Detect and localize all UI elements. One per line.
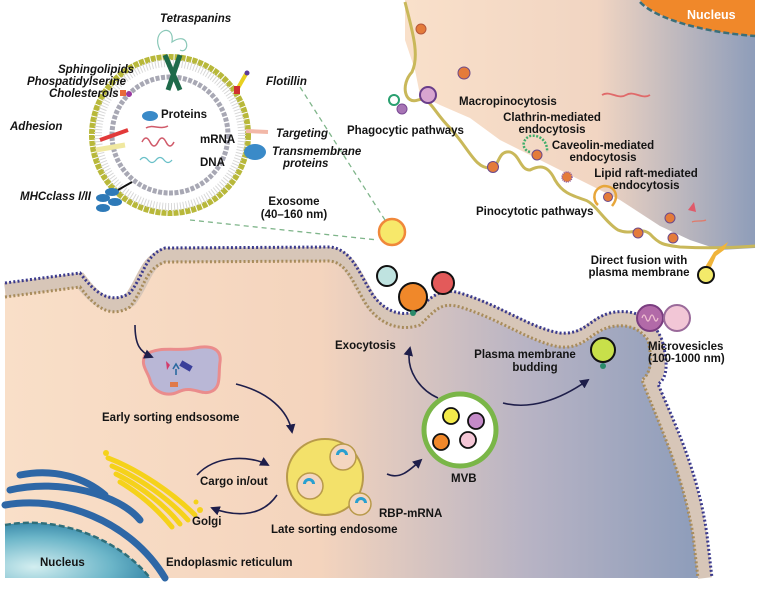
- mhc-icon: [96, 194, 110, 202]
- arrow-to-early-endosome: [134, 324, 154, 359]
- label-caveolin-2: endocytosis: [569, 152, 637, 164]
- arrow-to-mvb: [386, 458, 423, 477]
- label-caveolin-1: Caveolin-mediated: [551, 140, 655, 152]
- fusion-receptor: [702, 242, 728, 274]
- label-golgi: Golgi: [192, 516, 222, 528]
- lipid-raft-icon: [120, 90, 126, 96]
- mrna-icon: [145, 125, 169, 129]
- secreted-exosomes: [376, 217, 455, 316]
- recipient-cytoplasm: [405, 0, 755, 250]
- label-mvb: MVB: [451, 473, 477, 485]
- label-exosome-title: Exosome: [268, 196, 320, 208]
- label-direct-fusion-2: plasma membrane: [588, 267, 690, 279]
- late-sorting-endosome: [286, 438, 372, 516]
- label-flotillin: Flotillin: [266, 76, 307, 88]
- label-transmembrane: Transmembrane: [272, 146, 362, 158]
- exosome-structure: [89, 29, 269, 216]
- label-cholesterols: Cholesterols: [49, 88, 119, 100]
- early-sorting-endosome: [141, 345, 222, 396]
- uptake-vesicles: [388, 23, 728, 284]
- arrow-to-late-endosome: [235, 383, 296, 434]
- arrow-cargo-in: [196, 457, 270, 476]
- label-lipid-raft-2: endocytosis: [612, 180, 680, 192]
- label-donor-nucleus: Nucleus: [40, 557, 85, 569]
- label-lipid-raft-1: Lipid raft-mediated: [594, 168, 698, 180]
- label-microvesicles-size: (100-1000 nm): [648, 353, 725, 365]
- label-pm-budding-1: Plasma membrane: [474, 349, 576, 361]
- membrane-inner-heads: [4, 259, 700, 579]
- budding-microvesicle: [590, 337, 616, 363]
- label-macropinocytosis: Macropinocytosis: [459, 96, 557, 108]
- targeting-icon: [245, 129, 269, 134]
- pathway-arrows: [134, 324, 590, 516]
- label-pm-budding-2: budding: [512, 362, 558, 374]
- label-mrna: mRNA: [200, 134, 236, 146]
- label-early-sorting-endosome: Early sorting endsosome: [102, 412, 240, 424]
- label-phagocytic-pathways: Phagocytic pathways: [347, 125, 464, 137]
- nucleus-bottom-left: [5, 522, 150, 578]
- recipient-cell: [388, 0, 756, 284]
- label-proteins-tm: proteins: [283, 158, 329, 170]
- flotillin-icon: [236, 73, 248, 89]
- label-exosome-size: (40–160 nm): [260, 209, 328, 221]
- arrow-cargo-out: [210, 494, 278, 516]
- donor-plasma-membrane: [4, 246, 712, 579]
- tetraspanin-icon: [162, 54, 183, 91]
- label-rbp-mrna: RBP-mRNA: [379, 508, 443, 520]
- dna-icon: [139, 156, 173, 164]
- mvb: [421, 391, 499, 469]
- label-endoplasmic-reticulum: Endoplasmic reticulum: [166, 557, 293, 569]
- label-pinocytotic-pathways: Pinocytotic pathways: [476, 206, 594, 218]
- label-clathrin-1: Clathrin-mediated: [503, 112, 601, 124]
- recipient-nucleus: [640, 0, 755, 36]
- golgi: [103, 450, 203, 530]
- label-clathrin-2: endocytosis: [518, 124, 586, 136]
- adhesion-molecule: [99, 128, 129, 142]
- label-adhesion: Adhesion: [10, 121, 63, 133]
- recipient-nuclear-envelope: [639, 1, 756, 38]
- label-microvesicles: Microvesicles: [648, 341, 724, 353]
- label-targeting: Targeting: [276, 128, 328, 140]
- zoom-guide-lines: [189, 86, 386, 241]
- label-proteins: Proteins: [161, 109, 208, 121]
- label-cargo-in-out: Cargo in/out: [200, 476, 268, 488]
- membrane-outer-heads: [4, 245, 714, 579]
- transmembrane-protein-icon: [244, 144, 266, 160]
- label-exocytosis: Exocytosis: [335, 340, 396, 352]
- label-sphingolipids: Sphingolipids: [58, 64, 135, 76]
- label-phosphatidylserine: Phospatidylserine: [27, 76, 127, 88]
- label-mhc-class: MHCclass I/II: [20, 191, 91, 203]
- endoplasmic-reticulum: [1, 469, 169, 582]
- donor-cell: [1, 217, 714, 582]
- protein-icon: [142, 111, 158, 121]
- microvesicle-icon-2: [663, 304, 691, 332]
- label-recipient-nucleus: Nucleus: [687, 8, 736, 22]
- arrow-to-exocytosis: [403, 346, 439, 399]
- arrow-to-budding: [502, 378, 590, 407]
- label-dna: DNA: [200, 157, 225, 169]
- label-direct-fusion-1: Direct fusion with: [590, 255, 688, 267]
- recipient-plasma-membrane: [403, 1, 756, 250]
- label-late-sorting-endosome: Late sorting endosome: [271, 524, 398, 536]
- label-tetraspanins: Tetraspanins: [160, 13, 232, 25]
